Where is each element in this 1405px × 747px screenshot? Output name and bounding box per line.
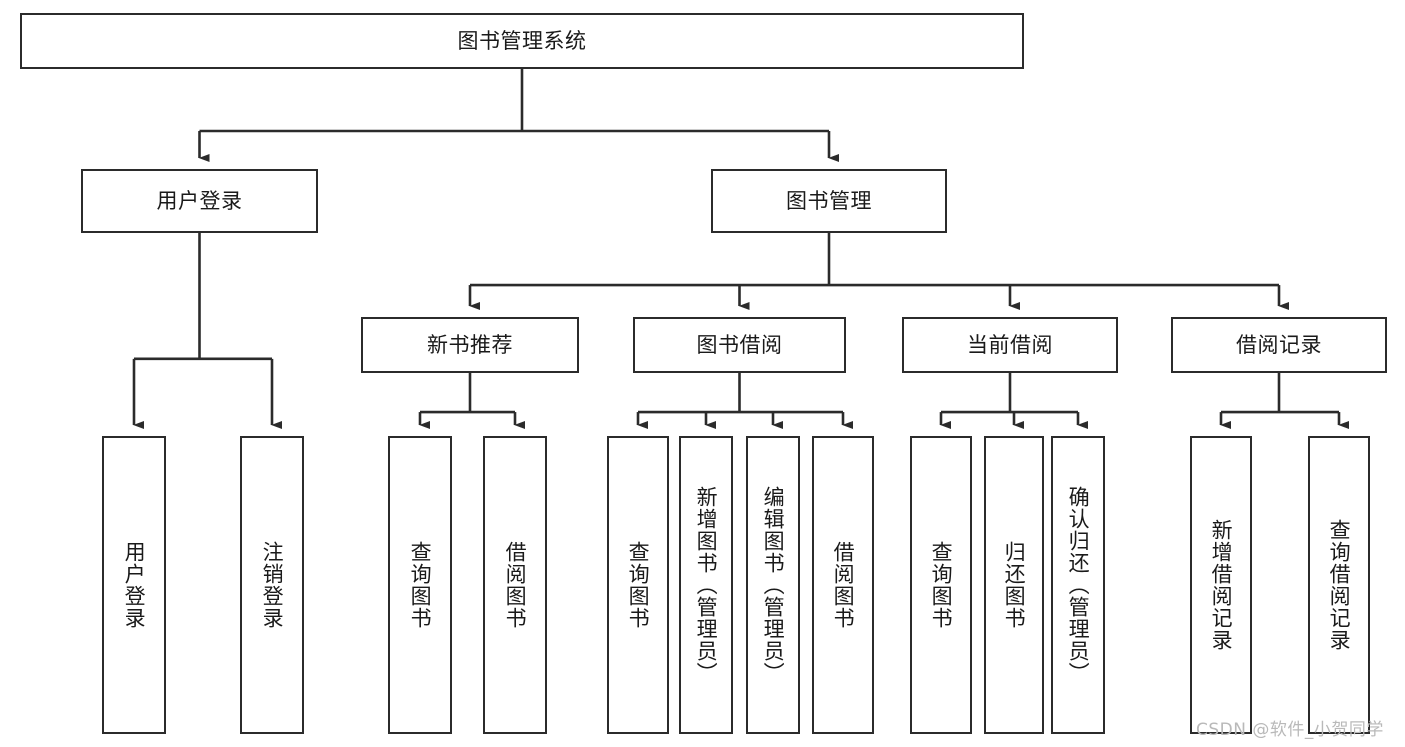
leaf-query-book-1-label: 查询图书	[408, 541, 433, 629]
leaf-edit-book-label: 编辑图书（管理员）	[761, 486, 786, 684]
node-current-borrow-label: 当前借阅	[967, 332, 1053, 357]
leaf-query-borrow-record[interactable]: 查询借阅记录	[1308, 436, 1370, 734]
node-current-borrow[interactable]: 当前借阅	[902, 317, 1118, 373]
node-book-borrow-label: 图书借阅	[696, 332, 783, 357]
leaf-return-book-label: 归还图书	[1002, 541, 1027, 629]
leaf-user-login-label: 用户登录	[122, 541, 147, 629]
node-new-book-recommend-label: 新书推荐	[427, 332, 513, 357]
node-new-book-recommend[interactable]: 新书推荐	[361, 317, 579, 373]
leaf-add-borrow-record[interactable]: 新增借阅记录	[1190, 436, 1252, 734]
node-root[interactable]: 图书管理系统	[20, 13, 1024, 69]
leaf-edit-book[interactable]: 编辑图书（管理员）	[746, 436, 800, 734]
leaf-query-book-3-label: 查询图书	[929, 541, 954, 629]
leaf-return-book[interactable]: 归还图书	[984, 436, 1044, 734]
leaf-add-borrow-record-label: 新增借阅记录	[1209, 519, 1234, 651]
leaf-query-book-2-label: 查询图书	[626, 541, 651, 629]
leaf-borrow-book-1-label: 借阅图书	[503, 541, 528, 629]
leaf-user-login[interactable]: 用户登录	[102, 436, 166, 734]
leaf-logout-label: 注销登录	[260, 541, 285, 629]
leaf-confirm-return[interactable]: 确认归还（管理员）	[1051, 436, 1105, 734]
node-borrow-record[interactable]: 借阅记录	[1171, 317, 1387, 373]
node-borrow-record-label: 借阅记录	[1236, 332, 1322, 357]
leaf-add-book[interactable]: 新增图书（管理员）	[679, 436, 733, 734]
leaf-query-borrow-record-label: 查询借阅记录	[1327, 519, 1352, 651]
leaf-query-book-3[interactable]: 查询图书	[910, 436, 972, 734]
leaf-borrow-book-1[interactable]: 借阅图书	[483, 436, 547, 734]
leaf-confirm-return-label: 确认归还（管理员）	[1066, 486, 1091, 684]
node-book-management[interactable]: 图书管理	[711, 169, 947, 233]
node-book-management-label: 图书管理	[786, 188, 872, 213]
leaf-borrow-book-2-label: 借阅图书	[831, 541, 856, 629]
leaf-query-book-1[interactable]: 查询图书	[388, 436, 452, 734]
node-user-login-label: 用户登录	[156, 188, 243, 213]
leaf-logout[interactable]: 注销登录	[240, 436, 304, 734]
leaf-borrow-book-2[interactable]: 借阅图书	[812, 436, 874, 734]
node-user-login[interactable]: 用户登录	[81, 169, 318, 233]
node-root-label: 图书管理系统	[457, 28, 587, 53]
node-book-borrow[interactable]: 图书借阅	[633, 317, 846, 373]
leaf-add-book-label: 新增图书（管理员）	[694, 486, 719, 684]
leaf-query-book-2[interactable]: 查询图书	[607, 436, 669, 734]
